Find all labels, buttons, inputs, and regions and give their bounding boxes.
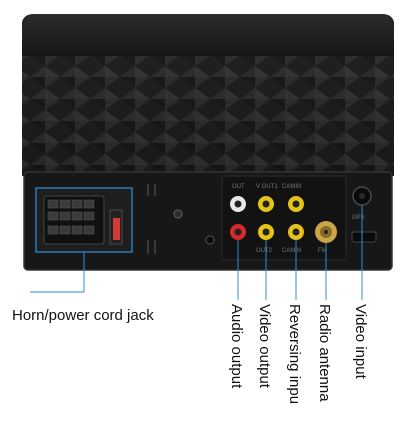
iso-connector (35, 187, 133, 253)
mic-jack (205, 235, 215, 245)
rca-camera-in-1 (288, 196, 304, 212)
radio-antenna-label: Radio antenna (316, 304, 333, 402)
leader-lines (30, 205, 363, 300)
radio-antenna-jack (315, 221, 337, 243)
vent-slots (147, 184, 156, 254)
video-output-label: Video output (256, 304, 273, 388)
panel-text: OUT V OUT1 CAMIN OUT2 CAMIN FM GPS (232, 184, 365, 254)
svg-text:CAMIN: CAMIN (282, 184, 301, 190)
rca-audio-red (230, 224, 246, 240)
video-input-label: Video input (352, 304, 369, 379)
rca-video-out-1 (258, 196, 274, 212)
svg-text:FM: FM (318, 248, 327, 254)
svg-text:OUT2: OUT2 (256, 248, 273, 254)
svg-text:CAMIN: CAMIN (282, 248, 301, 254)
rca-audio-white (230, 196, 246, 212)
rca-camera-in-2 (288, 224, 304, 240)
svg-text:OUT: OUT (232, 184, 245, 190)
av-panel (221, 175, 347, 261)
screw (173, 209, 183, 219)
svg-text:GPS: GPS (352, 215, 365, 221)
reversing-input-label: Reversing inpu (286, 304, 303, 405)
rca-video-out-2 (258, 224, 274, 240)
svg-text:V OUT1: V OUT1 (256, 184, 278, 190)
gps-port (351, 186, 377, 243)
audio-output-label: Audio output (228, 304, 245, 389)
horn-power-label: Horn/power cord jack (12, 307, 154, 324)
